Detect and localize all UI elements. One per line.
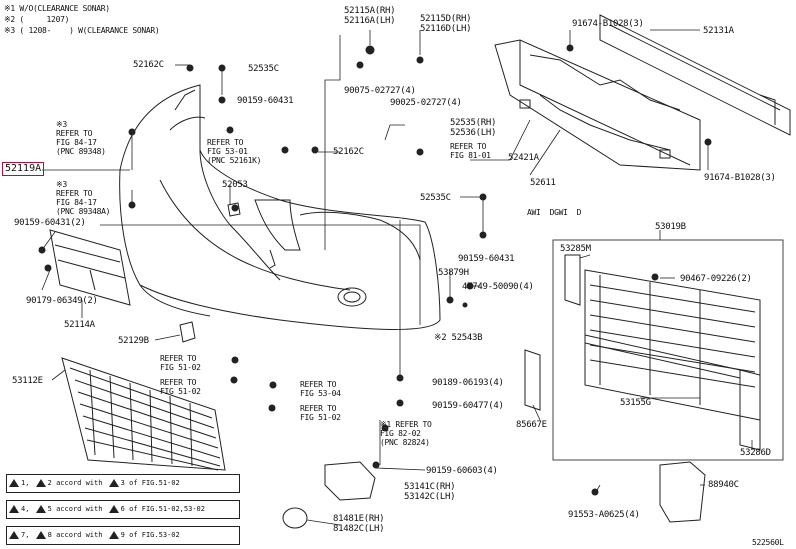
label-85667E[interactable]: 85667E (516, 420, 547, 430)
fog-bracket (324, 461, 376, 501)
label-52162C-top[interactable]: 52162C (133, 60, 164, 70)
label-90467[interactable]: 90467-09226(2) (680, 274, 752, 284)
refer-fig-53-04[interactable]: REFER TO FIG 53-04 (300, 380, 341, 398)
label-52114A[interactable]: 52114A (64, 320, 95, 330)
note-1: ※1 W/O(CLEARANCE SONAR) (4, 4, 110, 13)
label-52543B[interactable]: ※2 52543B (434, 333, 483, 343)
label-53285M[interactable]: 53285M (560, 244, 591, 254)
label-53879H[interactable]: 53879H (438, 268, 469, 278)
label-90025[interactable]: 90025-02727(4) (390, 98, 462, 108)
label-53155G[interactable]: 53155G (620, 398, 651, 408)
label-81481E[interactable]: 81481E(RH) (333, 514, 385, 524)
bracket-52114A (49, 229, 131, 306)
triangle-icon (9, 505, 19, 513)
refer-fig-84-17-a[interactable]: ※3 REFER TO FIG 84-17 (PNC 89348) (56, 120, 106, 156)
label-52536LH[interactable]: 52536(LH) (450, 128, 497, 138)
triangle-icon (35, 479, 46, 487)
label-53141C[interactable]: 53141C(RH) (404, 482, 456, 492)
label-90159-60477[interactable]: 90159-60477(4) (432, 401, 504, 411)
label-90179[interactable]: 90179-06349(2) (26, 296, 98, 306)
label-90159-60431-left[interactable]: 90159-60431(2) (14, 218, 86, 228)
label-52535RH[interactable]: 52535(RH) (450, 118, 497, 128)
legend-row-1: 1, 2 accord with 3 of FIG.51-02 (6, 474, 240, 493)
legend-row-2: 4, 5 accord with 6 of FIG.51-02,53-02 (6, 500, 240, 519)
label-53142C[interactable]: 53142C(LH) (404, 492, 456, 502)
refer-fig-84-17-b[interactable]: ※3 REFER TO FIG 84-17 (PNC 89348A) (56, 180, 111, 216)
triangle-icon (35, 531, 46, 539)
label-90159-60603[interactable]: 90159-60603(4) (426, 466, 498, 476)
label-52131A[interactable]: 52131A (703, 26, 734, 36)
bracket-88940C (659, 461, 706, 523)
label-52115A[interactable]: 52115A(RH) (344, 6, 396, 16)
fasteners (38, 44, 712, 496)
highlighted-part-number[interactable]: 52119A (2, 162, 45, 176)
refer-fig-53-01[interactable]: REFER TO FIG 53-01 (PNC 52161K) (207, 138, 262, 165)
label-90159-60431-mid[interactable]: 90159-60431 (458, 254, 515, 264)
bumper-reinforcement (494, 14, 791, 171)
label-52116D[interactable]: 52116D(LH) (420, 24, 472, 34)
label-90075[interactable]: 90075-02727(4) (344, 86, 416, 96)
triangle-icon (9, 531, 19, 539)
triangle-icon (108, 531, 119, 539)
label-90189[interactable]: 90189-06193(4) (432, 378, 504, 388)
bumper-cover (119, 84, 441, 330)
lower-grille (61, 357, 226, 471)
label-52421A[interactable]: 52421A (508, 153, 539, 163)
triangle-icon (108, 479, 119, 487)
refer-fig-81-01[interactable]: REFER TO FIG 81-01 (450, 142, 491, 160)
label-52116A[interactable]: 52116A(LH) (344, 16, 396, 26)
refer-fig-82-02[interactable]: ※1 REFER TO FIG 82-02 (PNC 82824) (380, 420, 432, 447)
legend-row-3: 7, 8 accord with 9 of FIG.53-02 (6, 526, 240, 545)
label-88940C[interactable]: 88940C (708, 480, 739, 490)
label-53112E[interactable]: 53112E (12, 376, 43, 386)
label-52129B[interactable]: 52129B (118, 336, 149, 346)
label-91674-top[interactable]: 91674-B1028(3) (572, 19, 644, 29)
label-52162C-mid[interactable]: 52162C (333, 147, 364, 157)
leader-lines (41, 29, 753, 526)
label-52535C-top[interactable]: 52535C (248, 64, 279, 74)
label-52535C-mid[interactable]: 52535C (420, 193, 451, 203)
label-52611[interactable]: 52611 (530, 178, 556, 188)
label-91553[interactable]: 91553-A0625(4) (568, 510, 640, 520)
label-81482C[interactable]: 81482C(LH) (333, 524, 385, 534)
label-52053[interactable]: 52053 (222, 180, 248, 190)
awi-header: AWI DGWI D (527, 208, 582, 217)
label-90159-60431-top[interactable]: 90159-60431 (237, 96, 294, 106)
label-91674-bottom[interactable]: 91674-B1028(3) (704, 173, 776, 183)
footer-code: 522560L (752, 538, 784, 547)
shutter-assembly (524, 239, 784, 461)
label-47749[interactable]: 47749-50090(4) (462, 282, 534, 292)
triangle-icon (108, 505, 119, 513)
fog-bezel (282, 507, 308, 529)
note-2: ※2 ( 1207) (4, 15, 70, 24)
refer-fig-51-02-c[interactable]: REFER TO FIG 51-02 (300, 404, 341, 422)
cap-52129B (179, 321, 196, 343)
part-52053 (227, 202, 241, 217)
note-3: ※3 ( 1208- ) W(CLEARANCE SONAR) (4, 26, 160, 35)
refer-fig-51-02-b[interactable]: REFER TO FIG 51-02 (160, 378, 201, 396)
label-53019B[interactable]: 53019B (655, 222, 686, 232)
triangle-icon (35, 505, 46, 513)
triangle-icon (9, 479, 19, 487)
refer-fig-51-02-a[interactable]: REFER TO FIG 51-02 (160, 354, 201, 372)
label-53286D[interactable]: 53286D (740, 448, 771, 458)
label-52115D[interactable]: 52115D(RH) (420, 14, 472, 24)
